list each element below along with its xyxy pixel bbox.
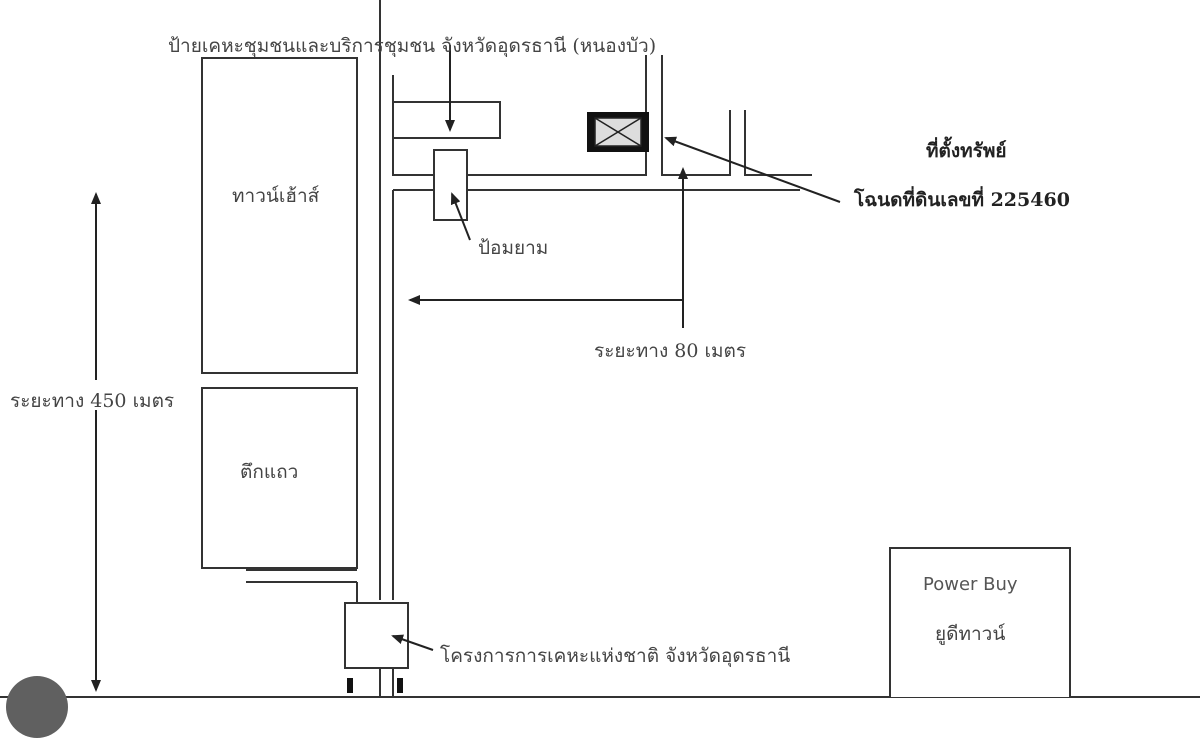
sign-box — [392, 101, 501, 139]
property-box-x-icon — [587, 112, 649, 152]
community-health-sign-label: ป้ายเคหะชุมชนและบริการชุมชน จังหวัดอุดรธ… — [168, 35, 656, 58]
distance-80-label: ระยะทาง 80 เมตร — [594, 340, 746, 362]
gate-arrow — [391, 634, 434, 651]
avatar-icon[interactable] — [6, 676, 68, 738]
townhouse-building — [201, 57, 358, 374]
police-box-label: ป้อมยาม — [478, 237, 548, 259]
right-lane-1 — [661, 55, 731, 176]
row-house-label: ตึกแถว — [240, 461, 298, 483]
gate-post-right — [397, 678, 403, 693]
police-box — [433, 149, 468, 221]
distance-450-label: ระยะทาง 450 เมตร — [10, 390, 174, 412]
police-box-arrow — [450, 192, 471, 241]
row-house-building — [201, 387, 358, 569]
townhouse-label: ทาวน์เฮ้าส์ — [232, 185, 320, 207]
ud-town-label: ยูดีทาวน์ — [935, 623, 1006, 645]
national-housing-gate — [344, 602, 409, 669]
property-location-label: ที่ตั้งทรัพย์ — [926, 136, 1007, 162]
power-buy-building — [889, 547, 1071, 697]
title-deed-label: โฉนดที่ดินเลขที่ 225460 — [853, 186, 1070, 211]
power-buy-label: Power Buy — [923, 574, 1018, 595]
property-arrow — [664, 136, 841, 203]
gate-post-left — [347, 678, 353, 693]
location-map: ทาวน์เฮ้าส์ ตึกแถว Power Buy ยูดีทาวน์ — [0, 0, 1200, 698]
national-housing-label: โครงการการเคหะแห่งชาติ จังหวัดอุดรธานี — [440, 644, 790, 668]
right-lane-2 — [744, 110, 812, 176]
